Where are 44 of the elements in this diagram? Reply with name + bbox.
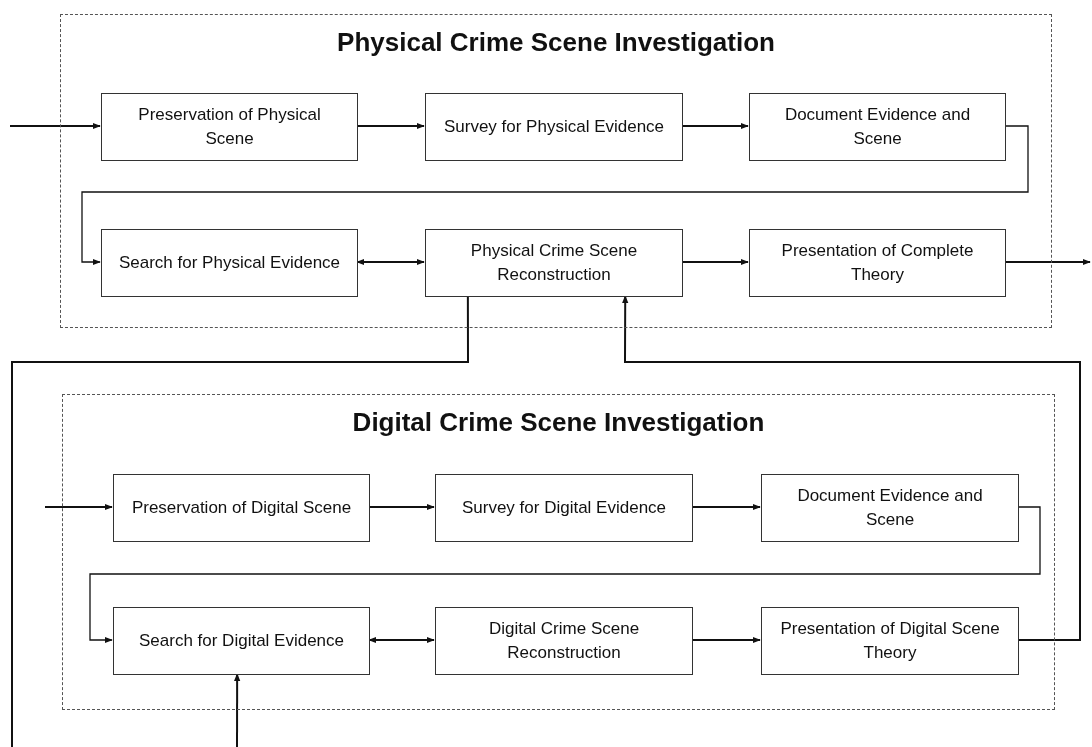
arrow <box>691 503 761 511</box>
arrow <box>1004 258 1091 266</box>
box-label: Presentation of Complete Theory <box>780 240 975 286</box>
arrow <box>622 295 1081 641</box>
process-box <box>435 607 693 675</box>
dashed-group-frame <box>62 394 1055 710</box>
box-label: Survey for Digital Evidence <box>461 497 667 520</box>
process-box <box>435 474 693 542</box>
group-title: Physical Crime Scene Investigation <box>336 27 776 58</box>
group-title: Digital Crime Scene Investigation <box>351 407 766 438</box>
box-label: Presentation of Digital Scene Theory <box>779 618 1001 664</box>
box-label: Survey for Physical Evidence <box>443 116 665 139</box>
process-box <box>101 229 358 297</box>
arrow <box>681 258 749 266</box>
process-box <box>101 93 358 161</box>
arrow <box>368 636 435 644</box>
arrow <box>81 125 1029 266</box>
arrow <box>691 636 761 644</box>
process-box <box>749 229 1006 297</box>
arrow <box>356 258 425 266</box>
box-label: Search for Physical Evidence <box>118 252 341 275</box>
arrow <box>356 122 425 130</box>
arrow <box>233 673 241 747</box>
process-box <box>425 93 683 161</box>
arrow <box>368 503 435 511</box>
box-label: Physical Crime Scene Reconstruction <box>469 240 639 286</box>
box-label: Document Evidence and Scene <box>796 485 984 531</box>
process-box <box>761 607 1019 675</box>
box-label: Preservation of Physical Scene <box>137 104 322 150</box>
dashed-group-frame <box>60 14 1052 328</box>
arrow <box>9 122 101 130</box>
box-label: Document Evidence and Scene <box>783 104 972 150</box>
arrow <box>89 506 1041 644</box>
connector-line <box>11 295 469 747</box>
process-box <box>761 474 1019 542</box>
arrow <box>681 122 749 130</box>
arrow <box>44 503 113 511</box>
process-box <box>113 607 370 675</box>
box-label: Digital Crime Scene Reconstruction <box>487 618 641 664</box>
process-box <box>749 93 1006 161</box>
box-label: Search for Digital Evidence <box>138 630 344 653</box>
process-box <box>425 229 683 297</box>
box-label: Preservation of Digital Scene <box>131 497 352 520</box>
process-box <box>113 474 370 542</box>
